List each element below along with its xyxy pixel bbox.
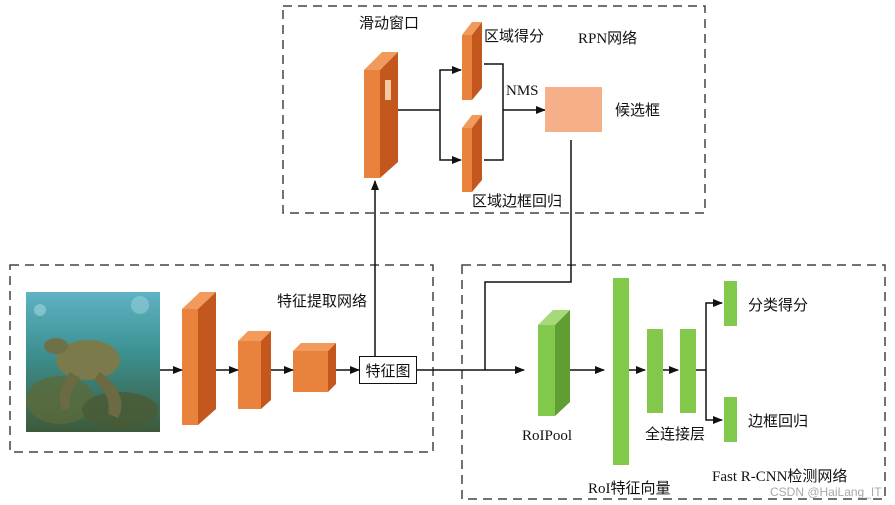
fc-layer-2 <box>680 329 696 413</box>
roipool-label: RoIPool <box>522 428 573 444</box>
bbox-regression-block <box>462 115 482 192</box>
region-score-block <box>462 22 482 100</box>
input-image <box>26 292 160 432</box>
candidate-to-roipool-line <box>484 140 572 370</box>
roi-feature-vector-bar <box>613 278 629 465</box>
roipool-block <box>538 310 570 416</box>
arrow-to-bbox <box>705 370 723 424</box>
rpn-title: RPN网络 <box>578 31 638 47</box>
bbox-regression-bar <box>724 397 737 442</box>
detector-title: Fast R-CNN检测网络 <box>712 469 848 485</box>
region-score-label: 区域得分 <box>484 27 545 45</box>
candidate-box-label: 候选框 <box>615 101 661 119</box>
detector-bbox-regression-label: 边框回归 <box>748 412 809 430</box>
rpn-group-box <box>282 5 706 214</box>
conv-block-1 <box>182 292 216 425</box>
candidate-box-shape <box>545 87 602 132</box>
backbone-title: 特征提取网络 <box>277 292 368 310</box>
conv-block-2 <box>238 331 271 409</box>
backbone-group-box <box>9 264 434 453</box>
sliding-window-label: 滑动窗口 <box>359 14 420 32</box>
fc-layers-label: 全连接层 <box>645 425 706 443</box>
feature-map-box: 特征图 <box>359 356 417 384</box>
rpn-bbox-regression-label: 区域边框回归 <box>472 192 563 210</box>
rpn-branch-down <box>439 110 462 164</box>
conv-block-3 <box>293 343 336 392</box>
cls-score-bar <box>724 281 737 326</box>
cls-score-label: 分类得分 <box>748 296 809 314</box>
rpn-branch-up <box>439 66 462 110</box>
roi-feature-vector-label: RoI特征向量 <box>588 481 671 497</box>
arrow-to-cls <box>705 299 723 370</box>
fc-layer-1 <box>647 329 663 413</box>
sliding-window-block <box>364 52 398 178</box>
nms-bracket <box>484 63 504 161</box>
nms-label: NMS <box>506 83 539 99</box>
detector-group-box <box>461 264 886 500</box>
watermark: CSDN @HaiLang_IT <box>770 485 882 499</box>
feature-map-label: 特征图 <box>365 361 411 380</box>
